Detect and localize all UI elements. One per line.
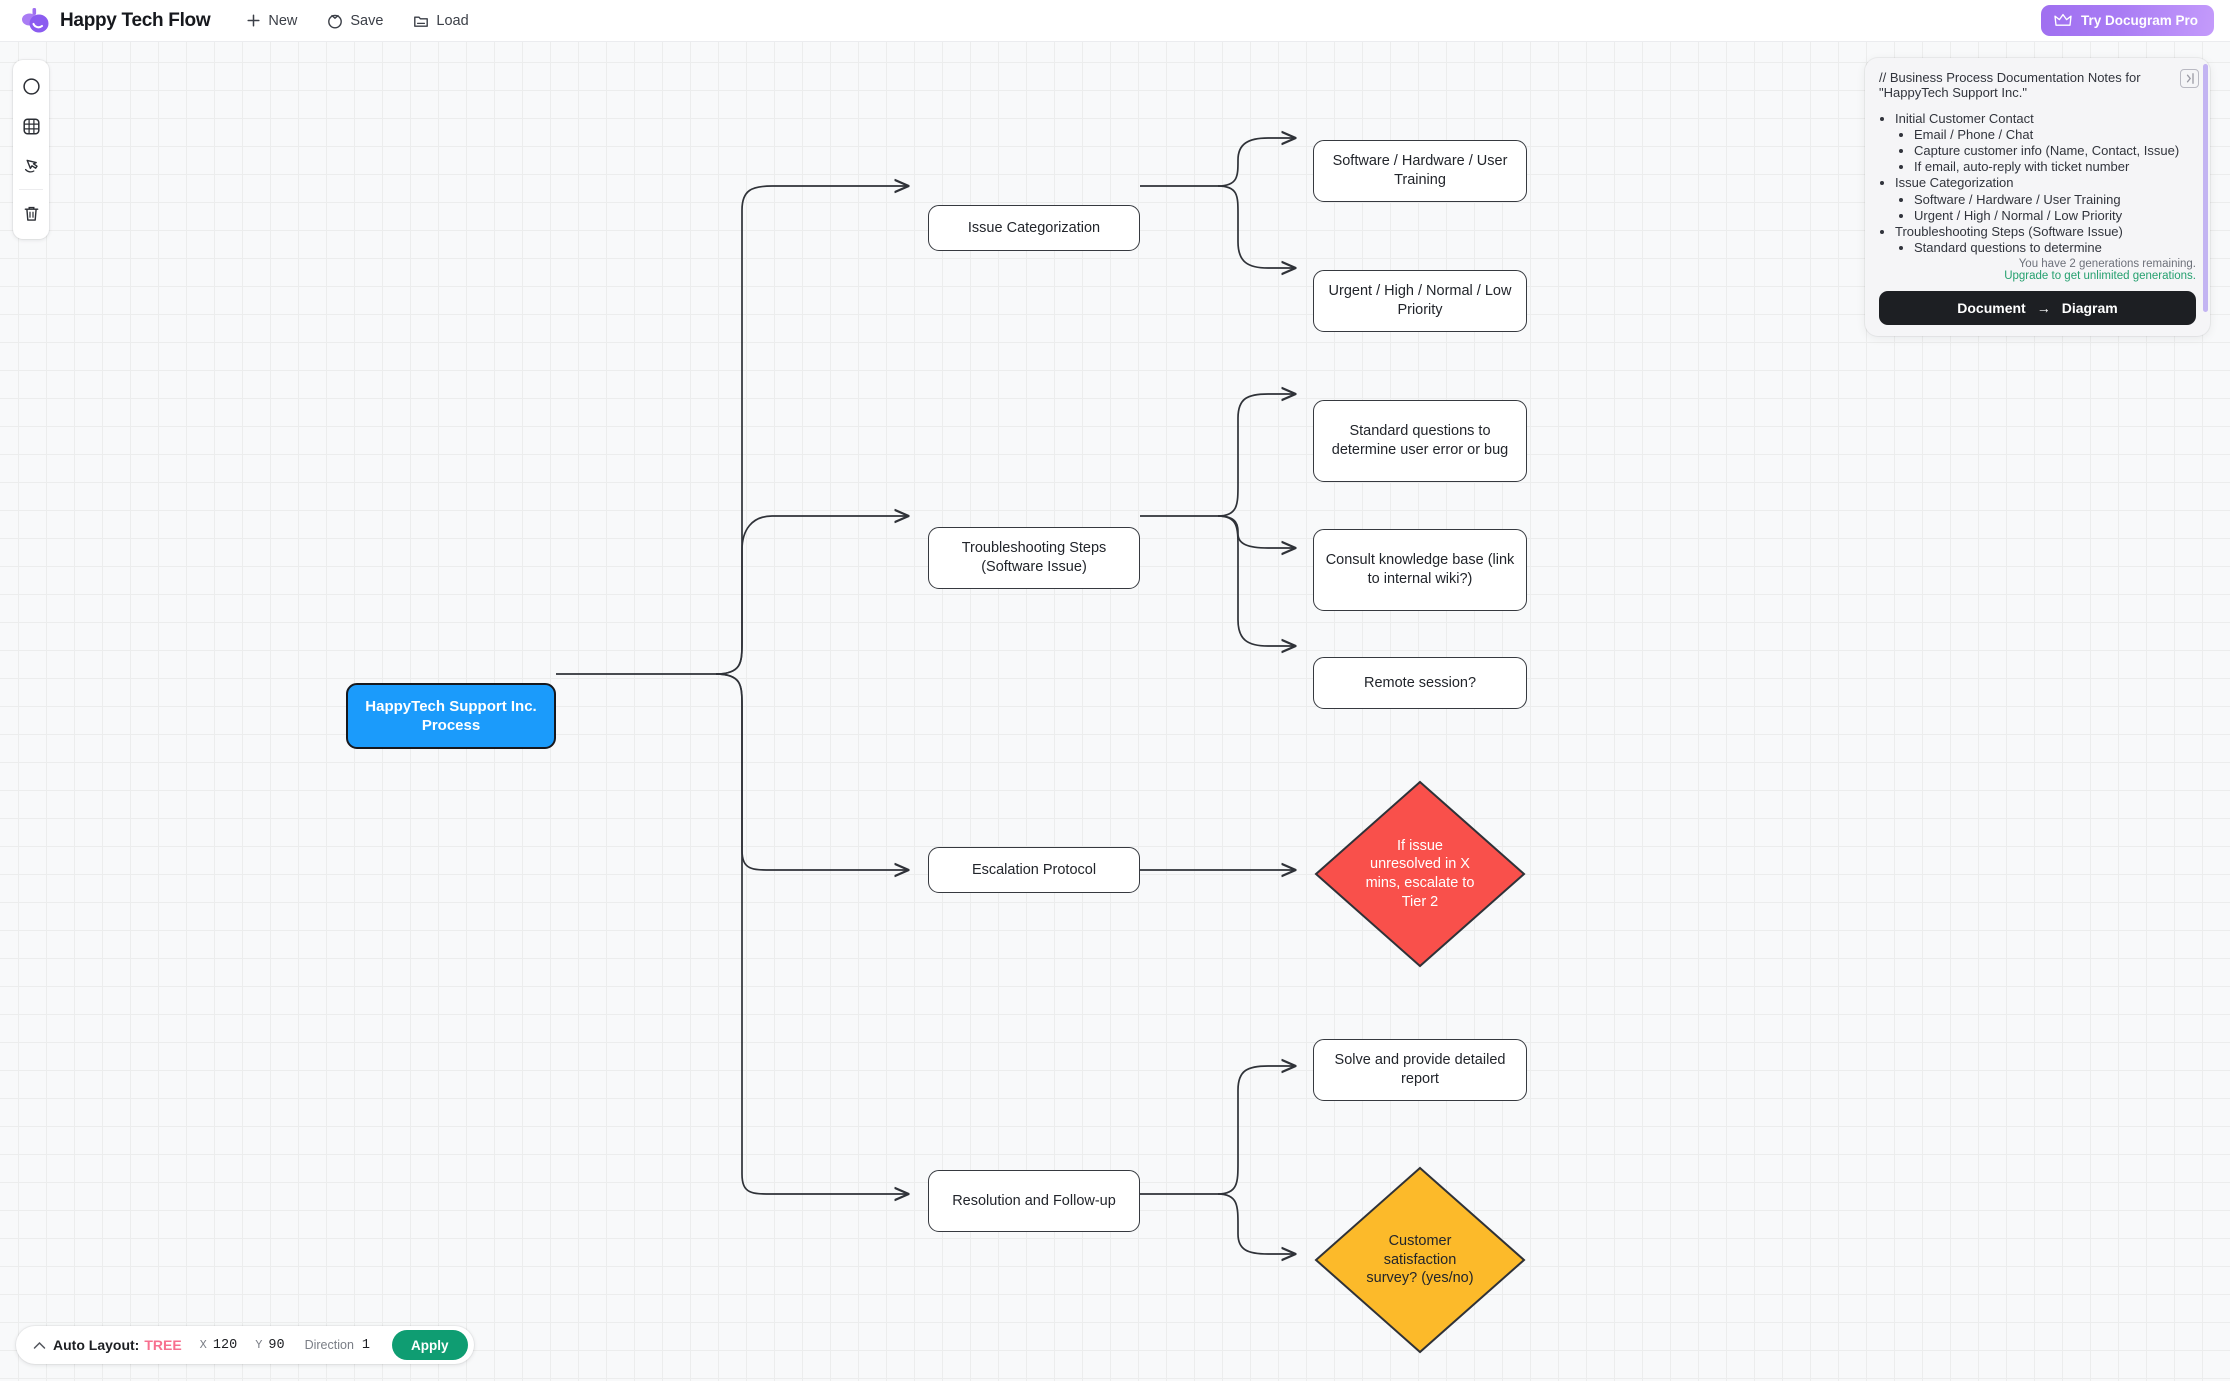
trash-icon <box>24 206 38 221</box>
grid-tool[interactable] <box>13 106 49 146</box>
outline-level-2: Standard questions to determine <box>1895 240 2196 255</box>
save-label: Save <box>350 12 384 29</box>
new-button[interactable]: New <box>246 13 297 29</box>
ellipse-tool[interactable] <box>13 66 49 106</box>
diagram-node-remote-session[interactable]: Remote session? <box>1313 657 1527 709</box>
auto-layout-bar: Auto Layout: TREE X 120 Y 90 Direction 1… <box>16 1326 474 1364</box>
list-item: Email / Phone / Chat <box>1914 127 2196 142</box>
node-label: Software / Hardware / User Training <box>1332 153 1508 188</box>
chevron-up-icon[interactable] <box>33 1341 46 1350</box>
diagram-node-consult-knowledge-base[interactable]: Consult knowledge base (link to internal… <box>1313 529 1527 611</box>
list-item: Initial Customer Contact Email / Phone /… <box>1895 111 2196 174</box>
new-label: New <box>268 12 298 29</box>
notes-outline: Initial Customer Contact Email / Phone /… <box>1879 111 2196 255</box>
diamond-shape <box>1314 1166 1526 1354</box>
node-label: Resolution and Follow-up <box>952 1192 1116 1209</box>
arrow-right-icon: → <box>2036 299 2051 316</box>
diagram-node-escalation-protocol[interactable]: Escalation Protocol <box>928 847 1140 893</box>
cursor-hand-icon <box>24 159 38 173</box>
y-spacing-field[interactable]: Y 90 <box>255 1338 284 1353</box>
app-header: Happy Tech Flow New Save Load Try <box>0 0 2230 42</box>
outline-level-1: Initial Customer Contact Email / Phone /… <box>1879 111 2196 255</box>
outline-level-2: Email / Phone / Chat Capture customer in… <box>1895 127 2196 174</box>
decision-label: Customer satisfaction survey? (yes/no) <box>1366 1233 1474 1287</box>
try-pro-label: Try Docugram Pro <box>2080 13 2198 28</box>
header-menu: New Save Load <box>246 12 469 29</box>
diamond-shape <box>1314 780 1526 968</box>
notes-scroll-region[interactable]: // Business Process Documentation Notes … <box>1879 70 2196 256</box>
list-item: Software / Hardware / User Training <box>1914 192 2196 207</box>
diagram-decision-satisfaction-survey[interactable]: Customer satisfaction survey? (yes/no) <box>1313 1165 1527 1355</box>
toolbar-divider <box>19 189 43 190</box>
node-label: Consult knowledge base (link to internal… <box>1325 552 1515 587</box>
y-value: 90 <box>268 1337 285 1353</box>
node-label: Remote session? <box>1363 674 1477 691</box>
list-item: Issue Categorization Software / Hardware… <box>1895 175 2196 222</box>
node-label: Standard questions to determine user err… <box>1331 423 1509 458</box>
folder-icon <box>414 16 429 27</box>
diagram-node-software-hardware-user-training[interactable]: Software / Hardware / User Training <box>1313 140 1527 202</box>
page-title: Happy Tech Flow <box>60 9 211 31</box>
upgrade-link[interactable]: Upgrade to get unlimited generations. <box>2004 269 2196 282</box>
diagram-node-solve-detailed-report[interactable]: Solve and provide detailed report <box>1313 1039 1527 1101</box>
list-item: Capture customer info (Name, Contact, Is… <box>1914 143 2196 158</box>
direction-value[interactable]: 1 <box>361 1337 371 1353</box>
diagram-node-standard-questions[interactable]: Standard questions to determine user err… <box>1313 400 1527 482</box>
load-label: Load <box>436 12 469 29</box>
x-spacing-field[interactable]: X 120 <box>200 1338 238 1353</box>
diagram-node-root[interactable]: HappyTech Support Inc. Process <box>346 683 556 749</box>
docugram-mascot-logo[interactable] <box>20 7 50 35</box>
apply-layout-button[interactable]: Apply <box>392 1330 468 1360</box>
shape-toolbar <box>13 60 49 239</box>
document-notes-panel: // Business Process Documentation Notes … <box>1865 58 2210 336</box>
edge-layer <box>556 42 2230 1381</box>
diagram-node-priority-levels[interactable]: Urgent / High / Normal / Low Priority <box>1313 270 1527 332</box>
node-label: HappyTech Support Inc. Process <box>365 697 537 734</box>
notes-heading: // Business Process Documentation Notes … <box>1879 70 2141 101</box>
panel-collapse-icon[interactable] <box>2180 69 2199 88</box>
grid-icon <box>22 117 40 135</box>
convert-source-label: Document <box>1957 299 2026 316</box>
diagram-decision-escalate-tier-2[interactable]: If issue unresolved in X mins, escalate … <box>1313 779 1527 969</box>
delete-tool[interactable] <box>13 193 49 233</box>
y-label: Y <box>255 1338 263 1352</box>
notes-scrollbar[interactable] <box>2203 64 2208 312</box>
list-item: If email, auto-reply with ticket number <box>1914 159 2196 174</box>
convert-target-label: Diagram <box>2061 299 2118 316</box>
x-value: 120 <box>212 1337 238 1353</box>
diagram-node-issue-categorization[interactable]: Issue Categorization <box>928 205 1140 251</box>
document-to-diagram-button[interactable]: Document → Diagram <box>1879 290 2196 325</box>
auto-layout-mode[interactable]: TREE <box>144 1337 182 1353</box>
list-item: Standard questions to determine <box>1914 240 2196 255</box>
crown-icon <box>2054 13 2072 26</box>
decision-label: If issue unresolved in X mins, escalate … <box>1365 837 1475 910</box>
save-button[interactable]: Save <box>327 13 383 29</box>
outline-level-2: Software / Hardware / User Training Urge… <box>1895 192 2196 223</box>
node-label: Escalation Protocol <box>971 861 1097 878</box>
diagram-node-troubleshooting-steps[interactable]: Troubleshooting Steps (Software Issue) <box>928 527 1140 589</box>
node-label: Troubleshooting Steps (Software Issue) <box>961 540 1107 575</box>
try-pro-button[interactable]: Try Docugram Pro <box>2040 5 2214 36</box>
outline-text: Issue Categorization <box>1895 175 2014 191</box>
circle-icon <box>22 77 40 95</box>
generations-remaining: You have 2 generations remaining. <box>2018 257 2196 270</box>
load-button[interactable]: Load <box>413 12 469 29</box>
direction-label: Direction <box>304 1338 354 1352</box>
list-item: Troubleshooting Steps (Software Issue) S… <box>1895 224 2196 255</box>
save-disk-icon <box>328 14 343 29</box>
outline-text: Initial Customer Contact <box>1895 111 2034 127</box>
node-label: Issue Categorization <box>967 219 1101 236</box>
chevron-right-panel-icon <box>2186 73 2194 84</box>
select-tool[interactable] <box>13 146 49 186</box>
plus-icon <box>247 14 260 27</box>
auto-layout-label: Auto Layout: <box>53 1337 140 1353</box>
node-label: Urgent / High / Normal / Low Priority <box>1328 283 1512 318</box>
list-item: Urgent / High / Normal / Low Priority <box>1914 208 2196 223</box>
outline-text: Troubleshooting Steps (Software Issue) <box>1895 223 2123 239</box>
x-label: X <box>199 1338 207 1352</box>
diagram-node-resolution-follow-up[interactable]: Resolution and Follow-up <box>928 1170 1140 1232</box>
diagram-canvas[interactable]: HappyTech Support Inc. Process Issue Cat… <box>0 42 2230 1381</box>
node-label: Solve and provide detailed report <box>1334 1052 1506 1087</box>
